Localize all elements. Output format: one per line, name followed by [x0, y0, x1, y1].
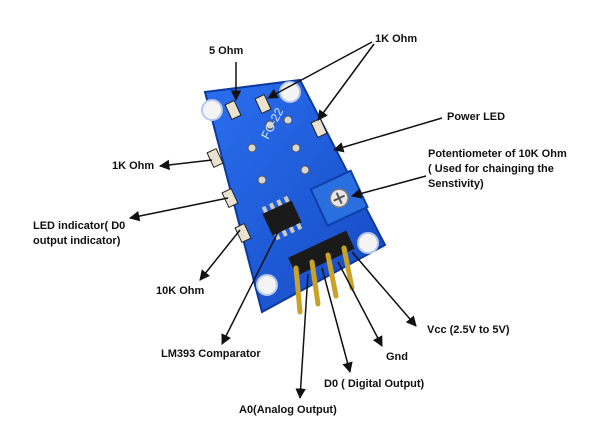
resistor-5-ohm: [224, 99, 242, 121]
mounting-hole: [256, 274, 278, 296]
arrow-power-led: [332, 117, 443, 153]
resistor-10k: [234, 222, 252, 244]
mounting-hole: [201, 99, 223, 121]
label-1k-ohm-left: 1K Ohm: [112, 160, 155, 172]
label-potentiometer: Potentiometer of 10K Ohm ( Used for chai…: [428, 148, 567, 190]
potentiometer: [309, 169, 369, 227]
label-5-ohm: 5 Ohm: [209, 45, 244, 57]
arrow-1k-top-a: [267, 41, 373, 99]
header-block: [288, 230, 355, 276]
label-a0: A0(Analog Output): [239, 404, 337, 416]
lm393-chip: [261, 195, 303, 241]
arrow-10k: [199, 229, 241, 281]
label-power-led: Power LED: [447, 111, 506, 123]
pcb-board: FC-22: [201, 78, 387, 315]
arrow-led-indicator: [128, 197, 229, 222]
arrow-gnd: [337, 261, 383, 347]
mounting-hole: [357, 232, 379, 254]
power-led: [310, 117, 328, 139]
led-indicator: [221, 187, 239, 209]
arrow-lm393: [221, 231, 279, 345]
resistor-1k-top: [254, 93, 272, 115]
label-led-indicator: LED indicator( D0 output indicator): [33, 220, 126, 247]
arrow-pot: [350, 175, 427, 199]
arrow-1k-left: [158, 159, 213, 171]
label-d0: D0 ( Digital Output): [324, 378, 425, 390]
arrow-1k-top-b: [317, 43, 375, 121]
arrow-d0: [321, 267, 353, 374]
mounting-hole: [279, 81, 301, 103]
label-10k-ohm: 10K Ohm: [156, 285, 205, 297]
arrow-a0: [295, 273, 309, 400]
label-gnd: Gnd: [386, 351, 408, 363]
arrow-vcc: [351, 251, 417, 327]
sensor-pins: [247, 115, 310, 185]
header-pins: [293, 245, 355, 315]
label-lm393: LM393 Comparator: [161, 348, 261, 360]
callout-arrows: [128, 41, 443, 400]
label-1k-ohm-top: 1K Ohm: [375, 33, 418, 45]
label-vcc: Vcc (2.5V to 5V): [427, 324, 510, 336]
